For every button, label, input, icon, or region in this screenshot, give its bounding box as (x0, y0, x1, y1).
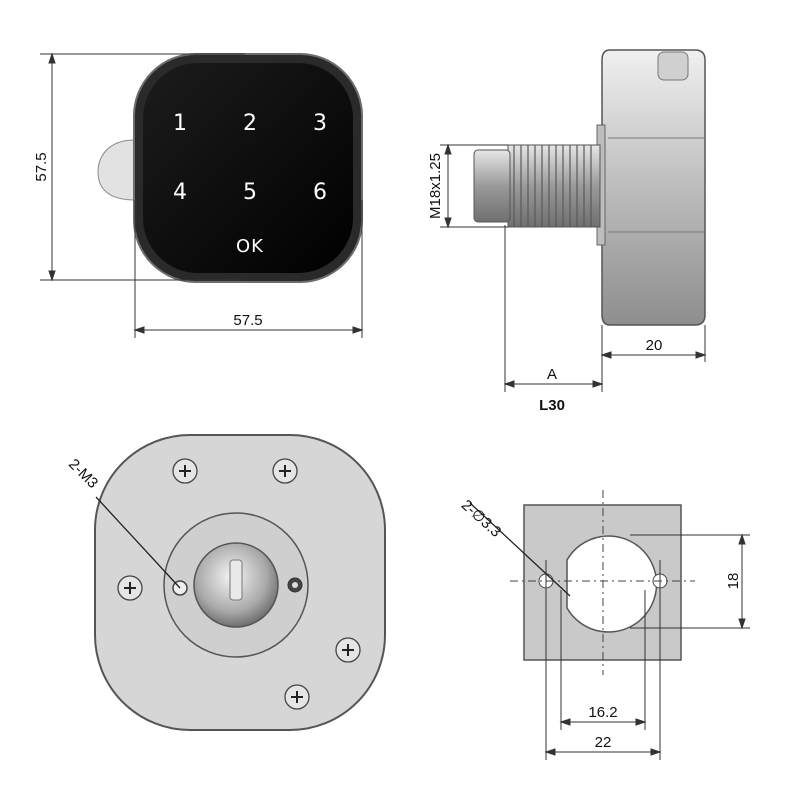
key-1: 1 (173, 111, 187, 136)
front-width-dimension (133, 200, 364, 338)
side-view: M18x1.25 A L30 20 (427, 49, 707, 414)
m3-leader (95, 496, 181, 589)
bracket-view: 18 16.2 22 2-∅3.3 (458, 490, 750, 760)
l30-label: L30 (539, 397, 565, 414)
dim-16-2-label: 16.2 (588, 704, 617, 721)
side-notch (657, 51, 689, 81)
bracket-opening (566, 535, 658, 633)
dim-18-label: 18 (725, 573, 742, 590)
threaded-shaft (507, 144, 601, 228)
key-3: 3 (313, 111, 327, 136)
thread-label: M18x1.25 (427, 153, 444, 219)
front-height-dimension (40, 52, 245, 282)
knob-slot (229, 559, 243, 601)
front-view: 1 2 3 4 5 6 OK 57.5 57.5 (33, 52, 364, 338)
keypad-face (143, 63, 353, 273)
key-2: 2 (243, 111, 257, 136)
thread-lines (513, 145, 592, 227)
dim-22-label: 22 (595, 734, 612, 751)
dim-16-2 (559, 590, 647, 730)
screw-crosses (124, 465, 354, 703)
thread-dimension (440, 143, 508, 229)
rear-cylinder (97, 139, 136, 201)
centerlines (510, 490, 695, 675)
back-view: 2-M3 (65, 434, 386, 731)
m3-hole-right-inner (292, 582, 298, 588)
depth-label: 20 (646, 337, 663, 354)
dim-18 (630, 533, 750, 630)
shaft-tip (473, 149, 511, 223)
hole-label: 2-∅3.3 (458, 497, 505, 541)
front-height-label: 57.5 (33, 152, 50, 181)
side-body (601, 49, 706, 326)
m3-label: 2-M3 (65, 456, 101, 492)
dim-22 (544, 560, 662, 760)
front-width-label: 57.5 (233, 312, 262, 329)
a-label: A (547, 366, 557, 383)
hole-leader (469, 502, 571, 597)
key-4: 4 (173, 180, 187, 205)
depth-dimension (600, 325, 707, 362)
key-5: 5 (243, 180, 257, 205)
a-dimension (503, 225, 604, 392)
key-ok: OK (236, 236, 264, 257)
key-6: 6 (313, 180, 327, 205)
